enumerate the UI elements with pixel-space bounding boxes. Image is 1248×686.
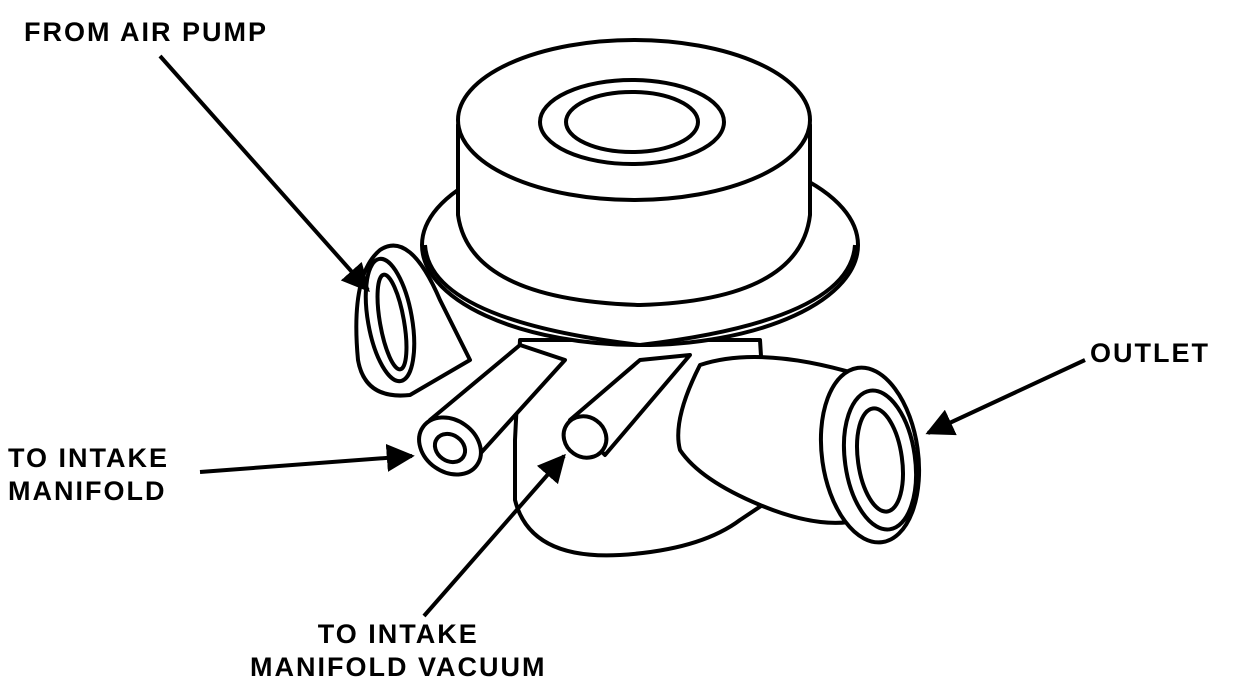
label-from-air-pump: FROM AIR PUMP xyxy=(24,16,268,49)
label-to-intake-manifold-line-2: MANIFOLD xyxy=(8,476,167,506)
arrow-from-air-pump xyxy=(158,54,370,293)
label-from-air-pump-text: FROM AIR PUMP xyxy=(24,17,268,47)
arrow-to-intake-manifold-vacuum xyxy=(422,453,566,618)
leader-lines xyxy=(158,54,1086,618)
label-to-intake-manifold-line-1: TO INTAKE xyxy=(8,443,170,473)
arrow-outlet xyxy=(925,358,1086,436)
label-to-intake-manifold-vacuum-line-2: MANIFOLD VACUUM xyxy=(250,652,547,682)
arrow-to-intake-manifold xyxy=(199,443,415,474)
label-to-intake-manifold-vacuum: TO INTAKE MANIFOLD VACUUM xyxy=(250,618,546,684)
valve-body xyxy=(354,38,922,558)
label-to-intake-manifold: TO INTAKE MANIFOLD xyxy=(8,442,169,508)
label-outlet: OUTLET xyxy=(1090,337,1210,370)
label-to-intake-manifold-vacuum-line-1: TO INTAKE xyxy=(317,619,479,649)
label-outlet-text: OUTLET xyxy=(1090,338,1210,368)
